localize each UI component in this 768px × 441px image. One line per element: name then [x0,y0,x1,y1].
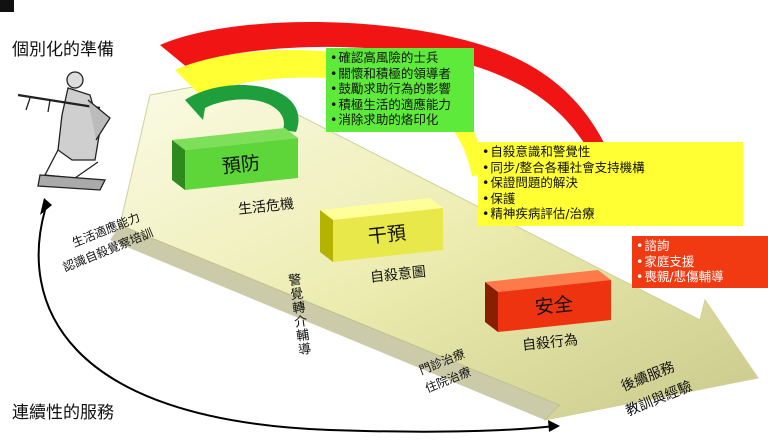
green-list-box: 確認高風險的士兵 關懷和積極的領導者 鼓勵求助行為的影響 積極生活的適應能力 消… [326,48,474,132]
red-curved-arrow [160,22,625,202]
green-item: 確認高風險的士兵 [330,50,470,66]
green-item: 消除求助的烙印化 [330,112,470,128]
yellow-list-box: 自殺意識和警覺性 同步/整合各種社會支持機構 保證問題的解決 保護 精神疾病評估… [478,142,743,226]
green-item: 積極生活的適應能力 [330,97,470,113]
red-item: 諮詢 [636,238,764,254]
green-curved-arrow [185,85,299,132]
block-label-intervention: 干預 [366,222,408,248]
soldier-illustration [17,71,111,191]
red-list-box: 諮詢 家庭支援 喪親/悲傷輔導 [632,236,768,288]
yellow-item: 保護 [482,191,739,207]
arrow-head-right-icon [548,420,560,432]
red-item: 家庭支援 [636,254,764,270]
block-label-safety: 安全 [533,293,575,319]
block-prevention [172,128,298,190]
process-arrow-shadow [110,225,560,420]
block-label-prevention: 預防 [220,152,262,178]
red-item: 喪親/悲傷輔導 [636,269,764,285]
title-continuous-service: 連續性的服務 [12,403,114,423]
yellow-item: 精神疾病評估/治療 [482,206,739,222]
yellow-item: 同步/整合各種社會支持機構 [482,160,739,176]
block-safety [485,270,611,332]
arrow-head-up-icon [40,198,52,215]
continuity-arrow [37,209,556,433]
green-item: 關懷和積極的領導者 [330,66,470,82]
title-personalized-prep: 個別化的準備 [12,40,114,60]
block-intervention [320,198,443,262]
green-item: 鼓勵求助行為的影響 [330,81,470,97]
yellow-item: 自殺意識和警覺性 [482,144,739,160]
yellow-item: 保證問題的解決 [482,175,739,191]
corner-mark [0,0,14,12]
